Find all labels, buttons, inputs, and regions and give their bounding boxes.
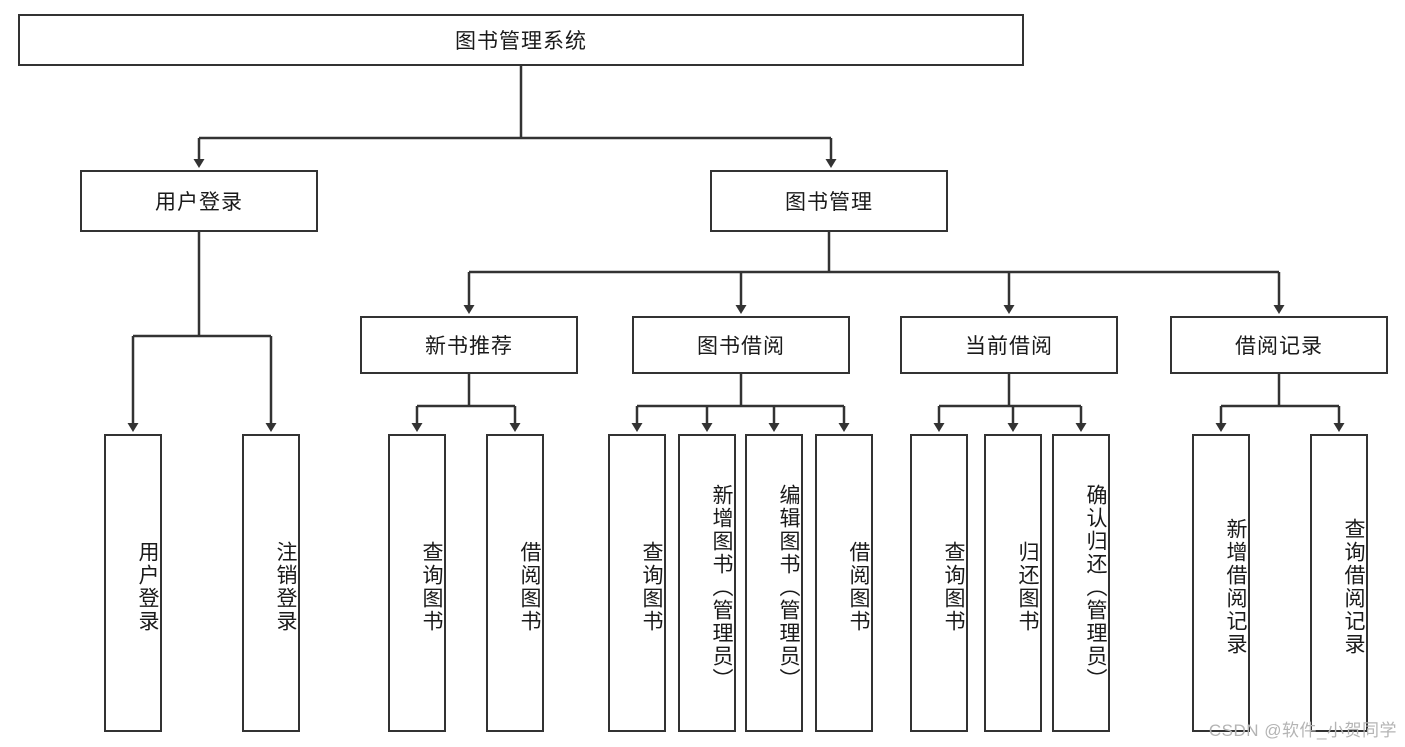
- node-leaf-borrow-book-1[interactable]: 借阅图书: [486, 434, 544, 732]
- node-label: 借阅记录: [1235, 335, 1323, 358]
- node-root-图书管理系统[interactable]: 图书管理系统: [18, 14, 1024, 66]
- node-label: 注销登录: [274, 541, 297, 633]
- node-leaf-query-book-1[interactable]: 查询图书: [388, 434, 446, 732]
- node-book-manage[interactable]: 图书管理: [710, 170, 948, 232]
- node-label: 编辑图书（管理员）: [777, 483, 800, 691]
- node-leaf-user-login[interactable]: 用户登录: [104, 434, 162, 732]
- node-leaf-logout[interactable]: 注销登录: [242, 434, 300, 732]
- node-label: 用户登录: [155, 191, 243, 214]
- node-label: 新增借阅记录: [1224, 518, 1247, 656]
- node-label: 当前借阅: [965, 335, 1053, 358]
- node-book-borrow[interactable]: 图书借阅: [632, 316, 850, 374]
- node-label: 查询图书: [420, 541, 443, 633]
- node-leaf-query-book-2[interactable]: 查询图书: [608, 434, 666, 732]
- node-label: 查询图书: [942, 541, 965, 633]
- node-user-login[interactable]: 用户登录: [80, 170, 318, 232]
- node-label: 图书管理: [785, 191, 873, 214]
- node-label: 归还图书: [1016, 541, 1039, 633]
- node-label: 查询借阅记录: [1342, 518, 1365, 656]
- node-leaf-add-book[interactable]: 新增图书（管理员）: [678, 434, 736, 732]
- node-label: 新书推荐: [425, 335, 513, 358]
- csdn-watermark: CSDN @软件_小贺同学: [1208, 721, 1397, 740]
- node-leaf-edit-book[interactable]: 编辑图书（管理员）: [745, 434, 803, 732]
- node-label: 查询图书: [640, 541, 663, 633]
- node-label: 借阅图书: [847, 541, 870, 633]
- node-leaf-query-record[interactable]: 查询借阅记录: [1310, 434, 1368, 732]
- node-leaf-return-book[interactable]: 归还图书: [984, 434, 1042, 732]
- node-new-book-rec[interactable]: 新书推荐: [360, 316, 578, 374]
- node-leaf-query-book-3[interactable]: 查询图书: [910, 434, 968, 732]
- node-label: 用户登录: [136, 541, 159, 633]
- node-label: 图书借阅: [697, 335, 785, 358]
- node-label: 图书管理系统: [455, 30, 587, 53]
- node-current-borrow[interactable]: 当前借阅: [900, 316, 1118, 374]
- node-leaf-add-record[interactable]: 新增借阅记录: [1192, 434, 1250, 732]
- node-borrow-record[interactable]: 借阅记录: [1170, 316, 1388, 374]
- node-label: 借阅图书: [518, 541, 541, 633]
- node-leaf-confirm-return[interactable]: 确认归还（管理员）: [1052, 434, 1110, 732]
- node-leaf-borrow-book-2[interactable]: 借阅图书: [815, 434, 873, 732]
- node-label: 新增图书（管理员）: [710, 483, 733, 691]
- node-label: 确认归还（管理员）: [1084, 483, 1107, 691]
